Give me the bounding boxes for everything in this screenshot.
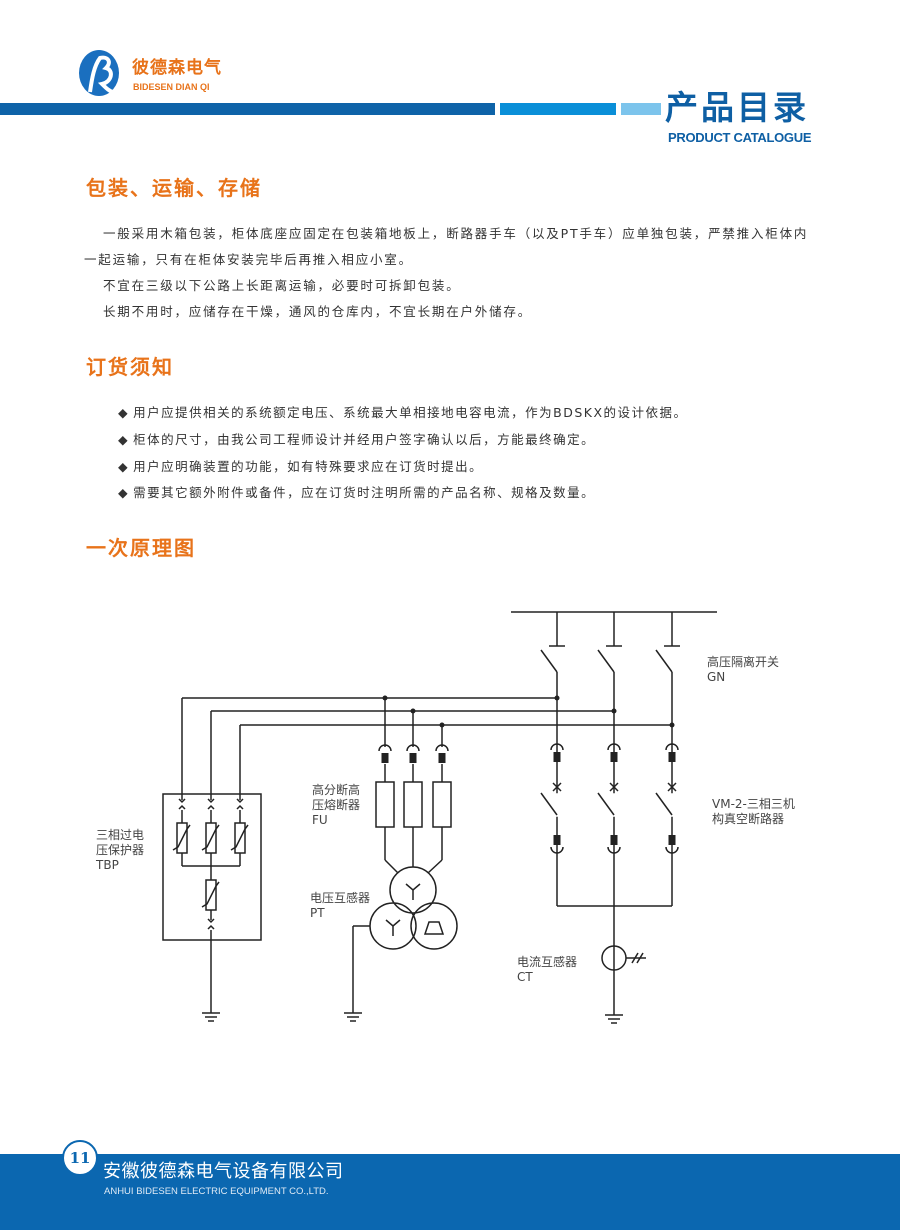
bullet-diamond-icon: ◆ bbox=[118, 405, 130, 420]
bullet-diamond-icon: ◆ bbox=[118, 432, 130, 447]
packaging-paragraph: 不宜在三级以下公路上长距离运输，必要时可拆卸包装。 bbox=[103, 278, 461, 293]
logo-b-icon bbox=[79, 50, 119, 96]
pt-winding-primary bbox=[389, 866, 437, 914]
gap-arrow-icon bbox=[236, 798, 244, 810]
contact-block bbox=[668, 752, 676, 762]
contact-arc-icon bbox=[607, 743, 621, 751]
wire bbox=[384, 859, 399, 874]
header-bar-mid bbox=[500, 103, 616, 115]
ordering-item: ◆用户应明确装置的功能，如有特殊要求应在订货时提出。 bbox=[118, 458, 483, 476]
star-symbol-icon bbox=[405, 883, 421, 900]
bullet-diamond-icon: ◆ bbox=[118, 485, 130, 500]
header-bar-dark bbox=[0, 103, 495, 115]
ordering-item-text: 用户应明确装置的功能，如有特殊要求应在订货时提出。 bbox=[133, 459, 484, 474]
packaging-paragraph: 一般采用木箱包装，柜体底座应固定在包装箱地板上，断路器手车（以及PT手车）应单独… bbox=[103, 226, 809, 241]
delta-symbol-icon bbox=[423, 921, 445, 935]
logo-text-cn: 彼德森电气 bbox=[132, 58, 222, 78]
gap-mask bbox=[554, 793, 560, 817]
breaker-blade bbox=[540, 792, 558, 816]
contact-block bbox=[668, 835, 676, 845]
footer-bar bbox=[0, 1154, 900, 1230]
contact-block bbox=[409, 753, 417, 763]
gap-arrow-icon bbox=[207, 798, 215, 810]
contact-block bbox=[610, 752, 618, 762]
contact-arc-icon bbox=[435, 744, 449, 752]
contact-arc-icon bbox=[665, 743, 679, 751]
gap-arrow-icon bbox=[207, 918, 215, 930]
ordering-heading: 订货须知 bbox=[86, 355, 174, 379]
fuse-icon bbox=[375, 781, 395, 828]
breaker-x-icon bbox=[667, 782, 677, 792]
junction-dot bbox=[611, 708, 617, 714]
junction-dot bbox=[554, 695, 560, 701]
junction-dot bbox=[669, 722, 675, 728]
isolator-blade bbox=[597, 649, 615, 673]
isolator-blade bbox=[540, 649, 558, 673]
surge-protector-box bbox=[162, 793, 262, 941]
ct-tick bbox=[636, 952, 644, 964]
header-bar-light bbox=[621, 103, 661, 115]
contact-arc-icon bbox=[550, 743, 564, 751]
ordering-item-text: 用户应提供相关的系统额定电压、系统最大单相接地电容电流，作为BDSKX的设计依据… bbox=[133, 405, 688, 420]
fuse-icon bbox=[432, 781, 452, 828]
star-symbol-icon bbox=[385, 919, 401, 936]
label-vm: VM-2-三相三机构真空断路器 bbox=[712, 797, 795, 826]
varistor-curve bbox=[201, 824, 220, 851]
logo-text-en: BIDESEN DIAN QI bbox=[133, 82, 210, 92]
contact-arc-icon bbox=[406, 744, 420, 752]
packaging-heading: 包装、运输、存储 bbox=[86, 176, 262, 200]
ordering-item-text: 需要其它额外附件或备件，应在订货时注明所需的产品名称、规格及数量。 bbox=[133, 485, 596, 500]
contact-block bbox=[438, 753, 446, 763]
breaker-blade bbox=[597, 792, 615, 816]
contact-arc-icon bbox=[607, 846, 621, 854]
bullet-diamond-icon: ◆ bbox=[118, 459, 130, 474]
breaker-x-icon bbox=[552, 782, 562, 792]
gap-arrow-icon bbox=[178, 798, 186, 810]
pt-winding-delta bbox=[410, 902, 458, 950]
contact-arc-icon bbox=[378, 744, 392, 752]
breaker-blade bbox=[655, 792, 673, 816]
catalogue-subtitle: PRODUCT CATALOGUE bbox=[668, 130, 812, 145]
gap-mask bbox=[669, 793, 675, 817]
varistor-curve bbox=[201, 881, 220, 908]
contact-block bbox=[553, 752, 561, 762]
wire bbox=[427, 859, 443, 874]
varistor-curve bbox=[172, 824, 191, 851]
gap-mask bbox=[611, 793, 617, 817]
catalogue-title: 产品目录 bbox=[665, 88, 809, 127]
diagram-heading: 一次原理图 bbox=[86, 536, 196, 560]
breaker-x-icon bbox=[609, 782, 619, 792]
ct-tick bbox=[631, 952, 639, 964]
packaging-paragraph: 一起运输，只有在柜体安装完毕后再推入相应小室。 bbox=[84, 252, 413, 267]
isolator-blade bbox=[655, 649, 673, 673]
ordering-item: ◆需要其它额外附件或备件，应在订货时注明所需的产品名称、规格及数量。 bbox=[118, 484, 595, 502]
varistor-curve bbox=[230, 824, 249, 851]
fuse-icon bbox=[403, 781, 423, 828]
company-name-en: ANHUI BIDESEN ELECTRIC EQUIPMENT CO.,LTD… bbox=[104, 1186, 329, 1197]
contact-block bbox=[553, 835, 561, 845]
packaging-paragraph: 长期不用时，应储存在干燥，通风的仓库内，不宜长期在户外储存。 bbox=[103, 304, 533, 319]
company-logo bbox=[76, 48, 122, 98]
contact-arc-icon bbox=[550, 846, 564, 854]
ordering-item-text: 柜体的尺寸，由我公司工程师设计并经用户签字确认以后，方能最终确定。 bbox=[133, 432, 596, 447]
ordering-item: ◆柜体的尺寸，由我公司工程师设计并经用户签字确认以后，方能最终确定。 bbox=[118, 431, 595, 449]
page-number: 11 bbox=[62, 1140, 98, 1176]
contact-block bbox=[610, 835, 618, 845]
company-name-cn: 安徽彼德森电气设备有限公司 bbox=[103, 1161, 344, 1182]
contact-arc-icon bbox=[665, 846, 679, 854]
contact-block bbox=[381, 753, 389, 763]
ordering-item: ◆用户应提供相关的系统额定电压、系统最大单相接地电容电流，作为BDSKX的设计依… bbox=[118, 404, 688, 422]
